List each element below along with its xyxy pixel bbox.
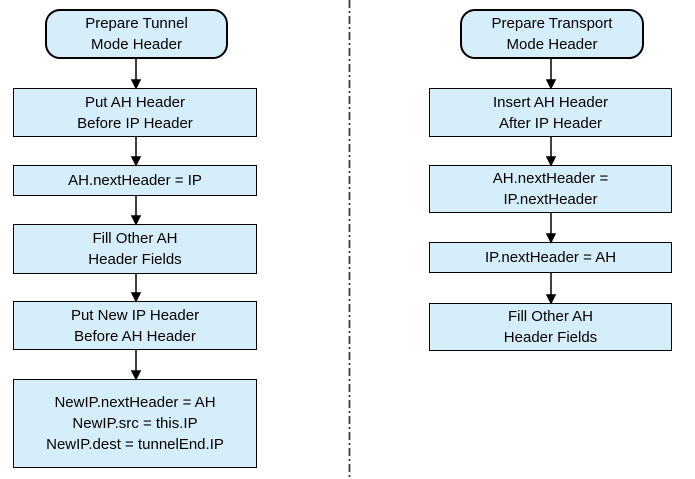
arrow-down-icon — [130, 215, 142, 226]
node-ah-nextheader-equals-ip: AH.nextHeader = IP — [13, 165, 257, 196]
node-put-ah-header-before-ip-header: Put AH Header Before IP Header — [13, 88, 257, 137]
node-ah-nextheader-equals-ip-nextheader: AH.nextHeader = IP.nextHeader — [429, 165, 672, 213]
node-prepare-tunnel-mode-header: Prepare Tunnel Mode Header — [45, 9, 228, 59]
node-insert-ah-header-after-ip-header: Insert AH Header After IP Header — [429, 88, 672, 137]
arrow-down-icon — [545, 156, 557, 167]
node-put-new-ip-header-before-ah-header: Put New IP Header Before AH Header — [13, 301, 257, 350]
node-prepare-transport-mode-header: Prepare Transport Mode Header — [460, 9, 644, 59]
arrow-down-icon — [130, 156, 142, 167]
node-new-ip-assignments: NewIP.nextHeader = AH NewIP.src = this.I… — [13, 379, 257, 468]
node-fill-other-ah-header-fields-tunnel: Fill Other AH Header Fields — [13, 224, 257, 274]
node-ip-nextheader-equals-ah: IP.nextHeader = AH — [429, 242, 672, 273]
arrow-down-icon — [545, 233, 557, 244]
arrow-down-icon — [130, 79, 142, 90]
node-fill-other-ah-header-fields-transport: Fill Other AH Header Fields — [429, 303, 672, 351]
arrow-down-icon — [545, 79, 557, 90]
arrow-down-icon — [130, 370, 142, 381]
arrow-down-icon — [545, 294, 557, 305]
arrow-down-icon — [130, 292, 142, 303]
